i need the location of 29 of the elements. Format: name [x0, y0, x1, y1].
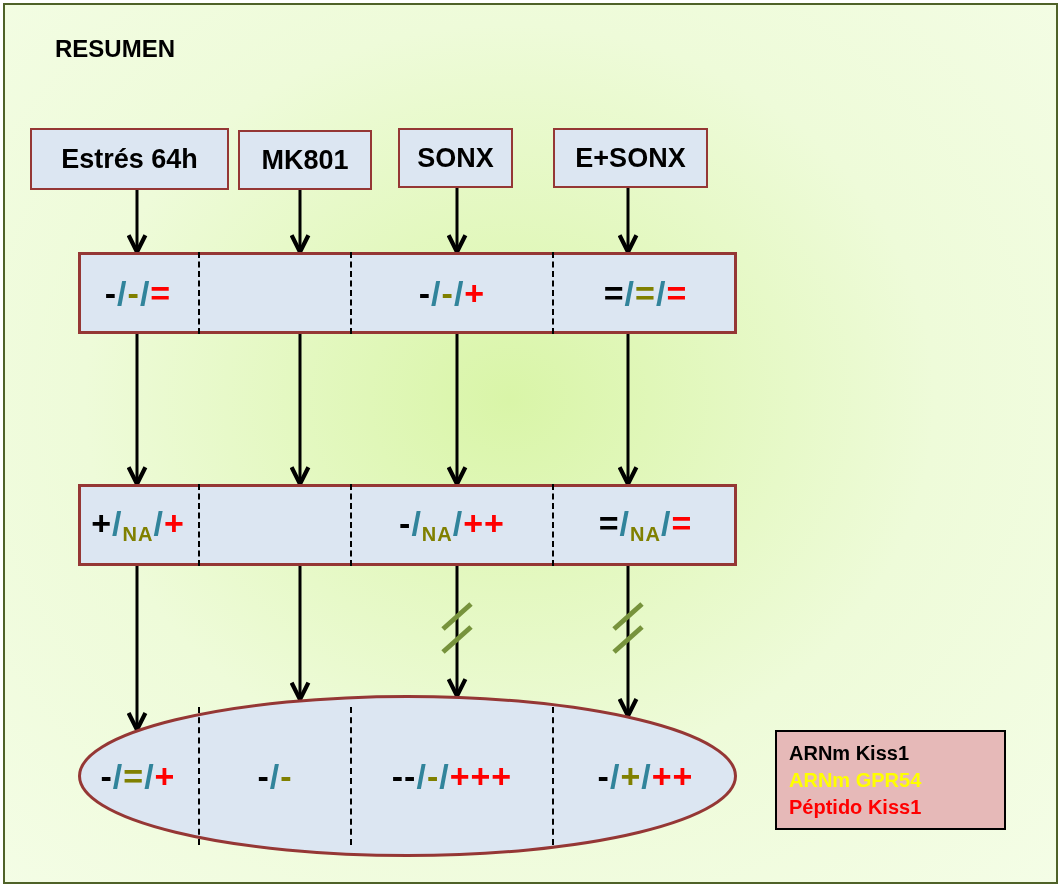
result-symbols: -/$_{NA}$/++	[399, 504, 505, 546]
title: RESUMEN	[55, 35, 175, 63]
result-ellipse	[78, 695, 737, 857]
legend-entry: ARNm Kiss1	[789, 741, 911, 766]
result-symbols: -/+/++	[597, 756, 694, 796]
result-symbols: +/$_{NA}$/+	[91, 504, 185, 546]
arrow	[446, 566, 468, 698]
result-symbols: -/=/+	[100, 756, 176, 796]
result-symbols: -/-/+	[418, 273, 486, 313]
arrow	[289, 566, 311, 702]
arrow	[126, 566, 148, 732]
result-band	[78, 484, 737, 566]
treatment-label: MK801	[261, 144, 349, 176]
result-symbols: -/-/=	[104, 273, 172, 313]
result-symbols: =/$_{NA}$/=	[598, 504, 693, 546]
treatment-label: Estrés 64h	[61, 143, 198, 175]
result-symbols: -/-	[257, 756, 293, 796]
treatment-box	[398, 128, 513, 188]
treatment-box	[238, 130, 372, 190]
legend-entry: Péptido Kiss1	[789, 795, 923, 820]
result-symbols: --/-/+++	[391, 756, 513, 796]
legend-entry: ARNm GPR54	[789, 768, 923, 793]
treatment-label: SONX	[417, 142, 494, 174]
treatment-label: E+SONX	[575, 142, 686, 174]
result-symbols: =/=/=	[603, 273, 688, 313]
result-band	[78, 252, 737, 334]
treatment-box	[553, 128, 708, 188]
arrow	[617, 566, 639, 718]
treatment-box	[30, 128, 229, 190]
